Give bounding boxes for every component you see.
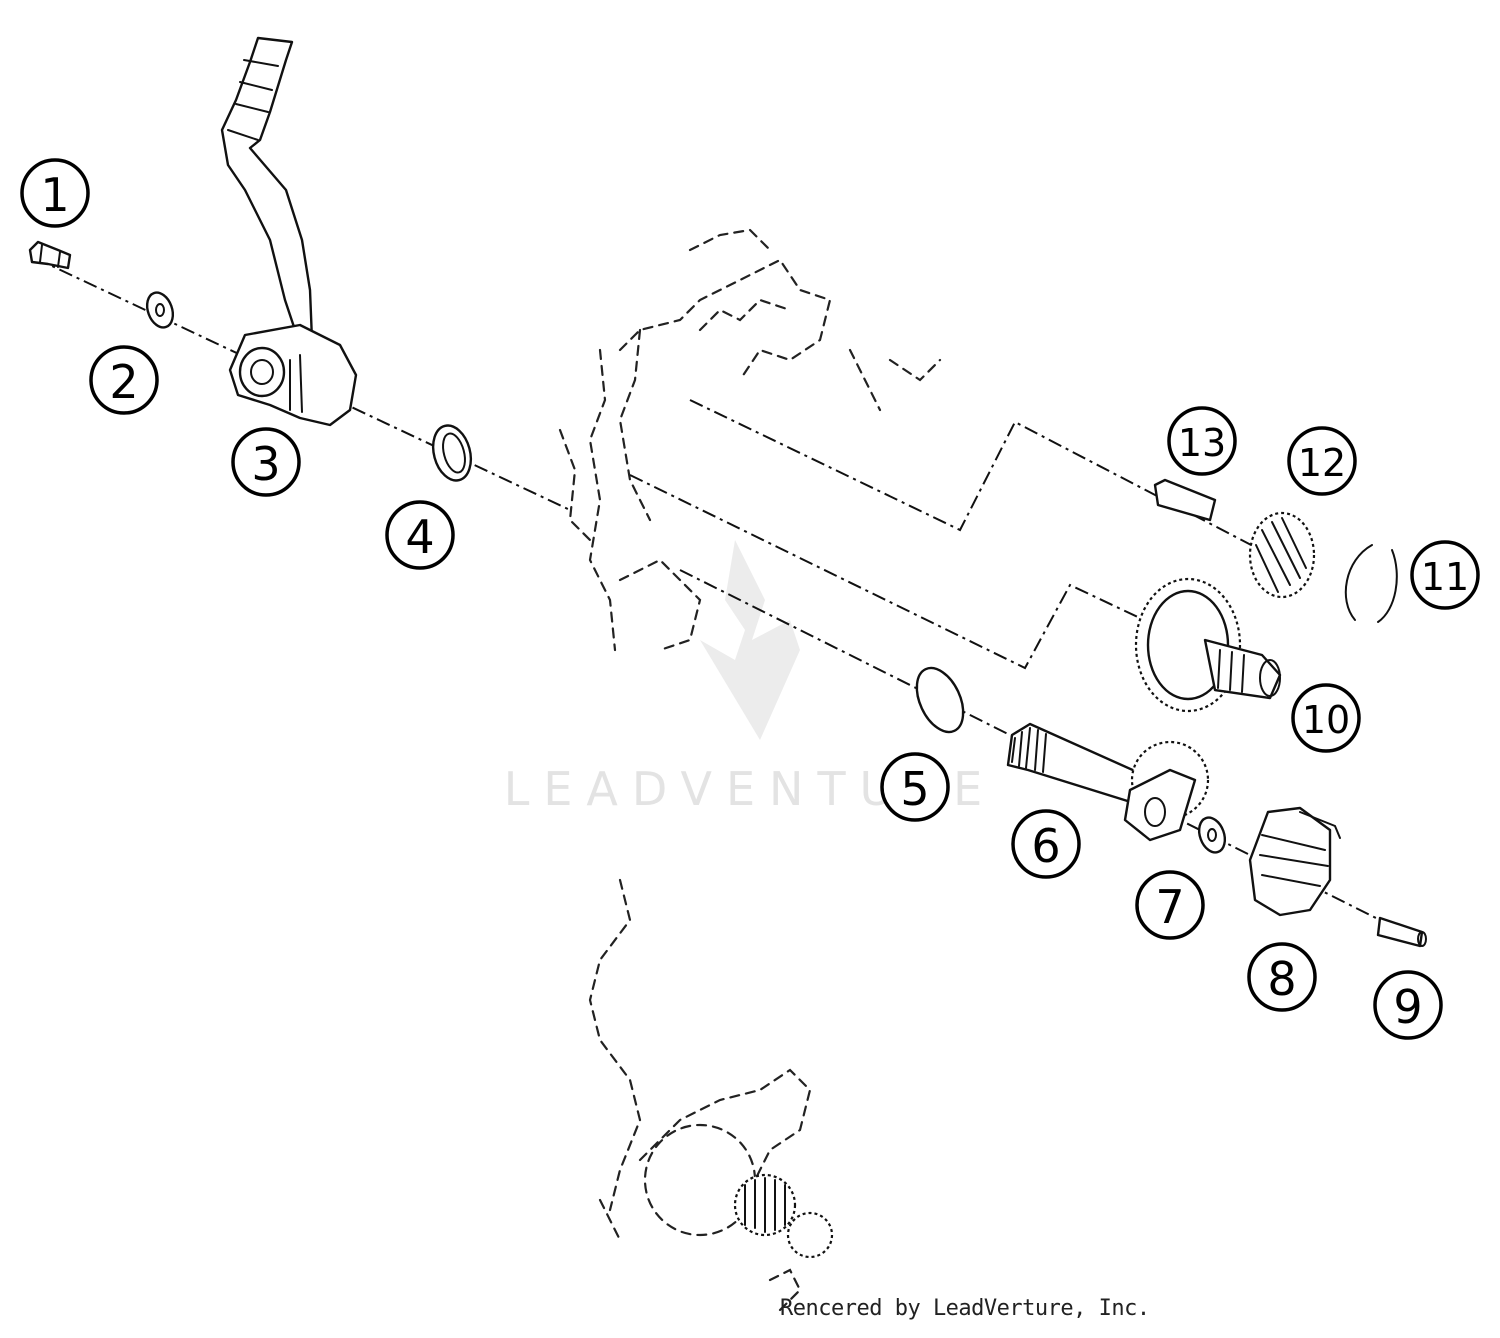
callout-9: 9: [1373, 970, 1443, 1040]
callout-11-number: 11: [1421, 555, 1469, 599]
callout-4-number: 4: [405, 510, 434, 564]
callout-10: 10: [1291, 683, 1361, 753]
callout-4: 4: [385, 500, 455, 570]
part-5-washer: [915, 666, 965, 734]
part-8-kickstart-spring: [1248, 806, 1341, 917]
callout-7: 7: [1135, 870, 1205, 940]
callout-1: 1: [20, 158, 90, 228]
part-12-gear: [1248, 511, 1316, 599]
callout-6-number: 6: [1031, 819, 1060, 873]
part-1-bolt: [28, 240, 72, 270]
callout-12-number: 12: [1298, 441, 1346, 485]
callout-5-number: 5: [900, 762, 929, 816]
callout-3: 3: [231, 427, 301, 497]
part-4-o-ring: [431, 424, 473, 482]
leadventure-logo-mark: [700, 540, 800, 740]
callout-13: 13: [1167, 406, 1237, 476]
callout-13-number: 13: [1178, 421, 1226, 465]
callout-9-number: 9: [1393, 980, 1422, 1034]
callout-11: 11: [1410, 540, 1480, 610]
callout-7-number: 7: [1155, 880, 1184, 934]
part-11-circlip: [1344, 544, 1398, 623]
lower-gear-cluster-ghost: [733, 1173, 834, 1259]
callout-2-number: 2: [109, 355, 138, 409]
part-3-kickstart-lever: [220, 36, 358, 427]
callout-6: 6: [1011, 809, 1081, 879]
part-13-bushing: [1153, 478, 1217, 522]
callout-12: 12: [1287, 426, 1357, 496]
part-9-pin: [1376, 916, 1427, 948]
callout-10-number: 10: [1302, 698, 1350, 742]
callout-8-number: 8: [1267, 952, 1296, 1006]
callout-2: 2: [89, 345, 159, 415]
callout-1-number: 1: [40, 168, 69, 222]
callout-8: 8: [1247, 942, 1317, 1012]
callout-5: 5: [880, 752, 950, 822]
part-6-kickstart-shaft: [1006, 722, 1210, 842]
part-2-washer: [145, 291, 175, 329]
callout-3-number: 3: [251, 437, 280, 491]
part-7-washer: [1197, 816, 1227, 854]
part-10-idler-gear: [1134, 577, 1282, 713]
render-credit: Rencered by LeadVerture, Inc.: [780, 1296, 1150, 1321]
